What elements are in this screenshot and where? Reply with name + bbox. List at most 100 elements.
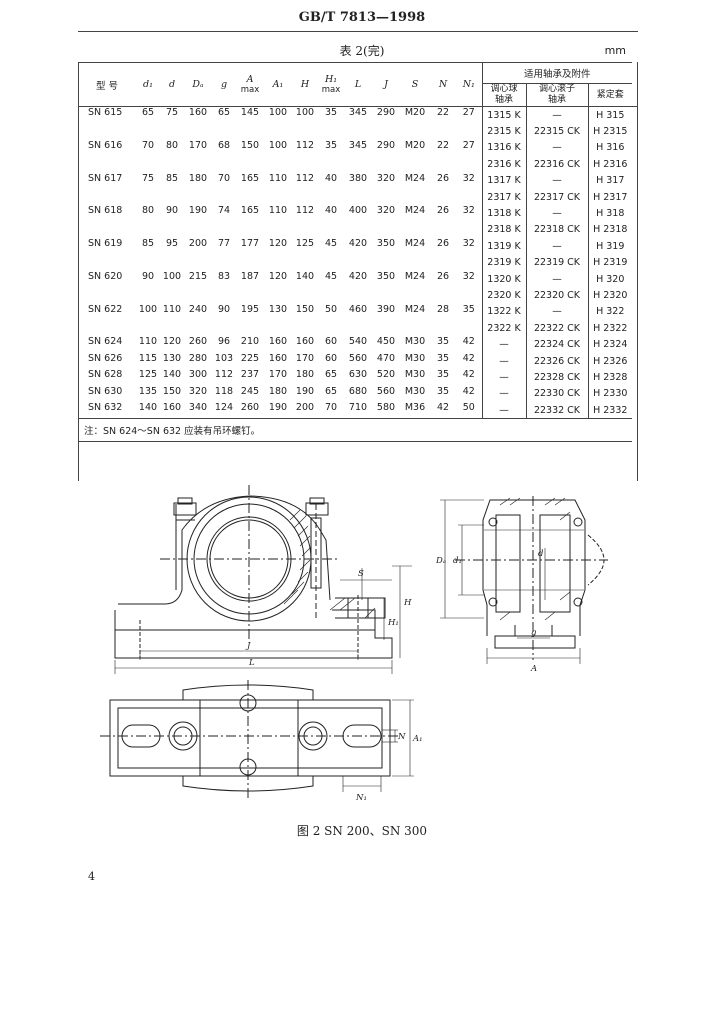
cell-model: SN 616	[88, 139, 123, 151]
cell-N: 26	[436, 172, 450, 184]
cell-A1: 120	[268, 238, 288, 250]
col-g: g	[212, 62, 236, 107]
cell-sleeve: H 2317	[587, 188, 632, 206]
cell-L: 345	[348, 107, 368, 118]
cell-A1: 180	[268, 385, 288, 397]
cell-g: 112	[214, 369, 234, 381]
cell-d1: 85	[141, 238, 155, 250]
cell-sleeve: H 320	[587, 270, 632, 288]
cell-L: 680	[348, 385, 368, 397]
cell-g: 70	[217, 172, 231, 184]
cell-A1: 160	[268, 352, 288, 364]
cell-d: 85	[165, 172, 179, 184]
cell-H: 100	[295, 107, 315, 118]
cell-roller: —	[525, 238, 588, 255]
cell-J: 290	[376, 107, 396, 118]
cell-H: 140	[295, 270, 315, 282]
table-note: 注：SN 624～SN 632 应装有吊环螺钉。	[78, 418, 632, 443]
cell-A: 150	[240, 139, 260, 151]
cell-Da: 260	[188, 336, 208, 348]
cell-sleeve: H 2319	[587, 254, 632, 271]
col-A1: A₁	[264, 62, 292, 107]
cell-d: 90	[165, 205, 179, 217]
cell-A1: 100	[268, 139, 288, 151]
cell-H1: 70	[324, 402, 338, 414]
cell-model: SN 618	[88, 205, 123, 217]
cell-H: 112	[295, 205, 315, 217]
cell-A: 195	[240, 303, 260, 315]
cell-ball: 2317 K	[481, 188, 526, 206]
cell-g: 74	[217, 205, 231, 217]
cell-N: 26	[436, 238, 450, 250]
cell-g: 65	[217, 107, 231, 118]
cell-N1: 42	[462, 385, 475, 397]
cell-ball: —	[481, 336, 526, 353]
cell-N1: 35	[462, 303, 475, 315]
cell-sleeve: H 318	[587, 205, 632, 222]
cell-A1: 190	[268, 402, 288, 414]
cell-Da: 215	[188, 270, 208, 282]
cell-d: 100	[162, 270, 182, 282]
cell-roller: 22315 CK	[525, 123, 588, 140]
cell-model: SN 615	[88, 107, 123, 118]
dim-label-L: L	[248, 658, 255, 668]
cell-sleeve: H 319	[587, 238, 632, 255]
cell-Da: 160	[188, 107, 208, 118]
cell-roller: 22324 CK	[525, 336, 588, 353]
cell-L: 560	[348, 352, 368, 364]
cell-A: 165	[240, 172, 260, 184]
cell-d: 75	[165, 107, 179, 118]
cell-roller: —	[525, 270, 588, 288]
col-Da: Dₐ	[184, 62, 212, 107]
cell-d1: 65	[141, 107, 155, 118]
cell-d: 95	[165, 238, 179, 250]
cell-model: SN 622	[88, 303, 123, 315]
cell-d: 160	[162, 402, 182, 414]
table-caption: 表 2(完)	[339, 44, 385, 58]
cell-ball: —	[481, 402, 526, 419]
cell-L: 345	[348, 139, 368, 151]
cell-A1: 170	[268, 369, 288, 381]
cell-model: SN 617	[88, 172, 123, 184]
cell-ball: 1318 K	[481, 205, 526, 222]
document-header: GB/T 7813—1998	[298, 10, 426, 25]
cell-J: 560	[376, 385, 396, 397]
cell-J: 580	[376, 402, 396, 414]
cell-N1: 27	[462, 107, 475, 118]
cell-Da: 240	[188, 303, 208, 315]
cell-J: 290	[376, 139, 396, 151]
cell-A1: 110	[268, 205, 288, 217]
dim-label-N: N	[397, 732, 406, 742]
cell-H: 190	[295, 385, 315, 397]
cell-ball: 2318 K	[481, 221, 526, 239]
cell-d: 130	[162, 352, 182, 364]
cell-ball: 1316 K	[481, 139, 526, 157]
col-N: N	[430, 62, 456, 107]
cell-H1: 35	[324, 139, 338, 151]
cell-H: 125	[295, 238, 315, 250]
cell-sleeve: H 315	[587, 106, 632, 124]
cell-d1: 140	[138, 402, 158, 414]
cell-sleeve: H 316	[587, 139, 632, 157]
cell-H1: 65	[324, 385, 338, 397]
cell-N1: 50	[462, 402, 475, 414]
cell-A: 237	[240, 369, 260, 381]
page-number: 4	[88, 870, 95, 883]
cell-model: SN 628	[88, 369, 123, 381]
cell-d: 120	[162, 336, 182, 348]
dim-label-S: S	[358, 569, 364, 579]
cell-d1: 110	[138, 336, 158, 348]
col-H: H	[292, 62, 318, 107]
cell-model: SN 626	[88, 352, 123, 364]
cell-J: 320	[376, 172, 396, 184]
cell-d: 140	[162, 369, 182, 381]
cell-N1: 42	[462, 336, 475, 348]
housing-drawing: S H H₁ J L Dₐ d₁ d g A N A₁ N₁	[100, 485, 608, 803]
